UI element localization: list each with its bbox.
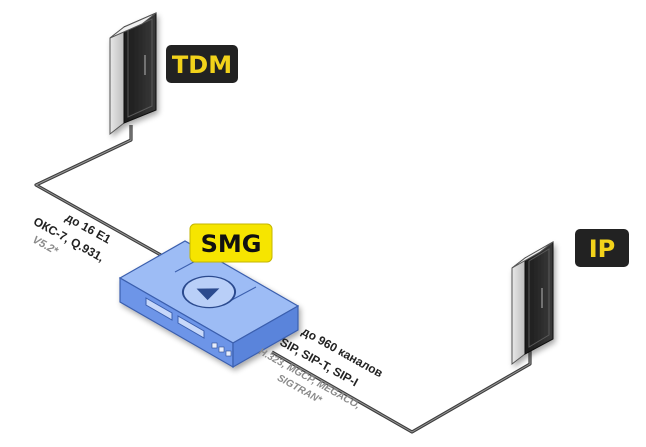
device-ports — [211, 342, 232, 357]
ip-label: IP — [589, 235, 616, 263]
cable-tdm-smg — [34, 125, 185, 270]
smg-badge: SMG — [189, 223, 273, 263]
cable-smg-ip — [271, 348, 532, 434]
ip-cabinet-icon — [511, 241, 554, 366]
tdm-badge: TDM — [166, 45, 238, 83]
tdm-cabinet-icon — [109, 12, 157, 136]
tdm-link-labels: до 16 E1 ОКС-7, Q.931, V5.2* — [30, 210, 113, 264]
tdm-label: TDM — [172, 51, 232, 79]
play-circle-icon — [182, 275, 236, 309]
smg-label: SMG — [201, 230, 262, 258]
ip-badge: IP — [575, 229, 629, 267]
